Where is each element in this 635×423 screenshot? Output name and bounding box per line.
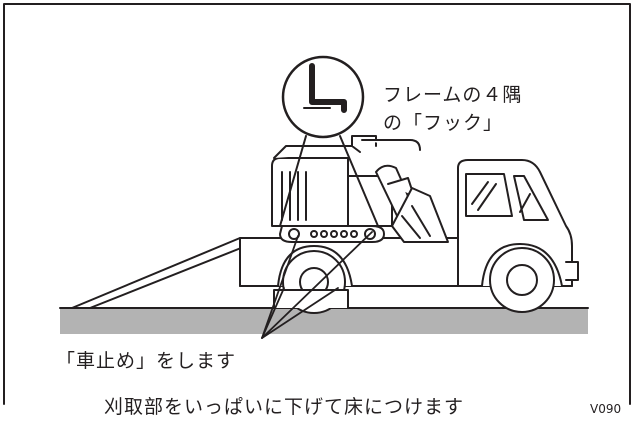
combine-harvester: [271, 135, 449, 243]
hook-callout: [279, 55, 379, 227]
reaper-header: [391, 187, 449, 243]
loading-ramp: [71, 237, 247, 309]
truck-bumper: [565, 261, 579, 281]
hook-label-line1: フレームの４隅: [383, 84, 523, 106]
wheel-chock-label: 「車止め」をします: [56, 350, 237, 372]
truck-bed: [239, 237, 471, 287]
lower-reaper-label: 刈取部をいっぱいに下げて床につけます: [104, 396, 465, 418]
chock-leader-lines: [261, 231, 373, 339]
figure-frame: [3, 3, 631, 405]
figure-code: V090: [590, 402, 622, 416]
unloading-auger: [273, 145, 361, 159]
hook-label-line2: の「フック」: [383, 112, 504, 134]
hook-icon: [309, 63, 347, 113]
hook-callout-circle: [281, 55, 365, 139]
